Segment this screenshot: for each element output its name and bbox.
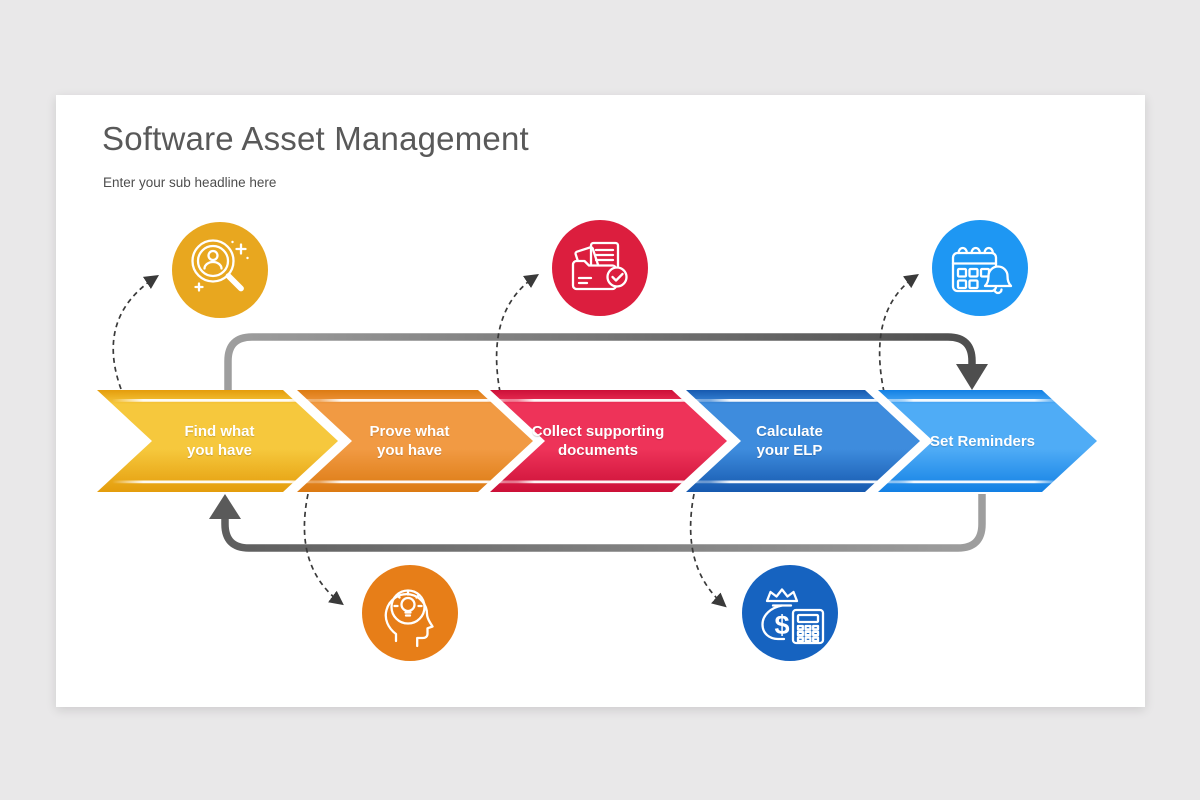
step1-label: Find what you have <box>142 422 297 460</box>
loop-arrowhead-down-icon <box>956 364 988 390</box>
step5-label: Set Reminders <box>900 432 1065 451</box>
step4-label: Calculate your ELP <box>712 422 867 460</box>
step1-icon-badge <box>172 222 268 318</box>
step4-label-line2: your ELP <box>756 442 823 459</box>
documents-check-icon <box>552 220 648 316</box>
step1-label-line2: you have <box>186 442 253 459</box>
step-chevron-4 <box>686 390 920 492</box>
loop-band-top <box>224 333 976 393</box>
step5-label-line1: Set Reminders <box>929 433 1036 450</box>
step3-label-line1: Collect supporting <box>531 423 665 440</box>
dashed-connectors <box>112 273 919 608</box>
dollar-sign: $ <box>774 610 789 640</box>
step1-label-line1: Find what <box>184 423 255 440</box>
loop-band <box>209 333 988 552</box>
loop-band-bottom <box>221 494 986 552</box>
step3-label: Collect supporting documents <box>498 422 698 460</box>
connector-step1-icon <box>112 275 160 390</box>
calendar-bell-icon <box>932 220 1028 316</box>
step2-label-line2: you have <box>376 442 443 459</box>
step3-label-line2: documents <box>557 442 638 459</box>
connector-step4-icon <box>689 493 727 608</box>
page-title: Software Asset Management <box>102 120 529 157</box>
step-chevron-3 <box>490 390 727 492</box>
step2-label: Prove what you have <box>332 422 487 460</box>
step-chevron-1 <box>97 390 338 492</box>
step4-label-line1: Calculate <box>756 423 823 440</box>
step-chevron-5 <box>878 390 1097 492</box>
search-user-icon <box>172 222 268 318</box>
connector-step2-icon <box>303 493 344 606</box>
step5-icon-badge <box>932 220 1028 316</box>
loop-arrowhead-up-icon <box>209 494 241 519</box>
step-chevron-2 <box>297 390 533 492</box>
money-calculator-icon: $ <box>742 565 838 661</box>
chevron-flow <box>97 390 1097 492</box>
step2-label-line1: Prove what <box>369 423 450 440</box>
page-subtitle: Enter your sub headline here <box>103 175 277 190</box>
chevron-gloss-lines <box>112 399 1060 484</box>
head-idea-icon <box>362 565 458 661</box>
